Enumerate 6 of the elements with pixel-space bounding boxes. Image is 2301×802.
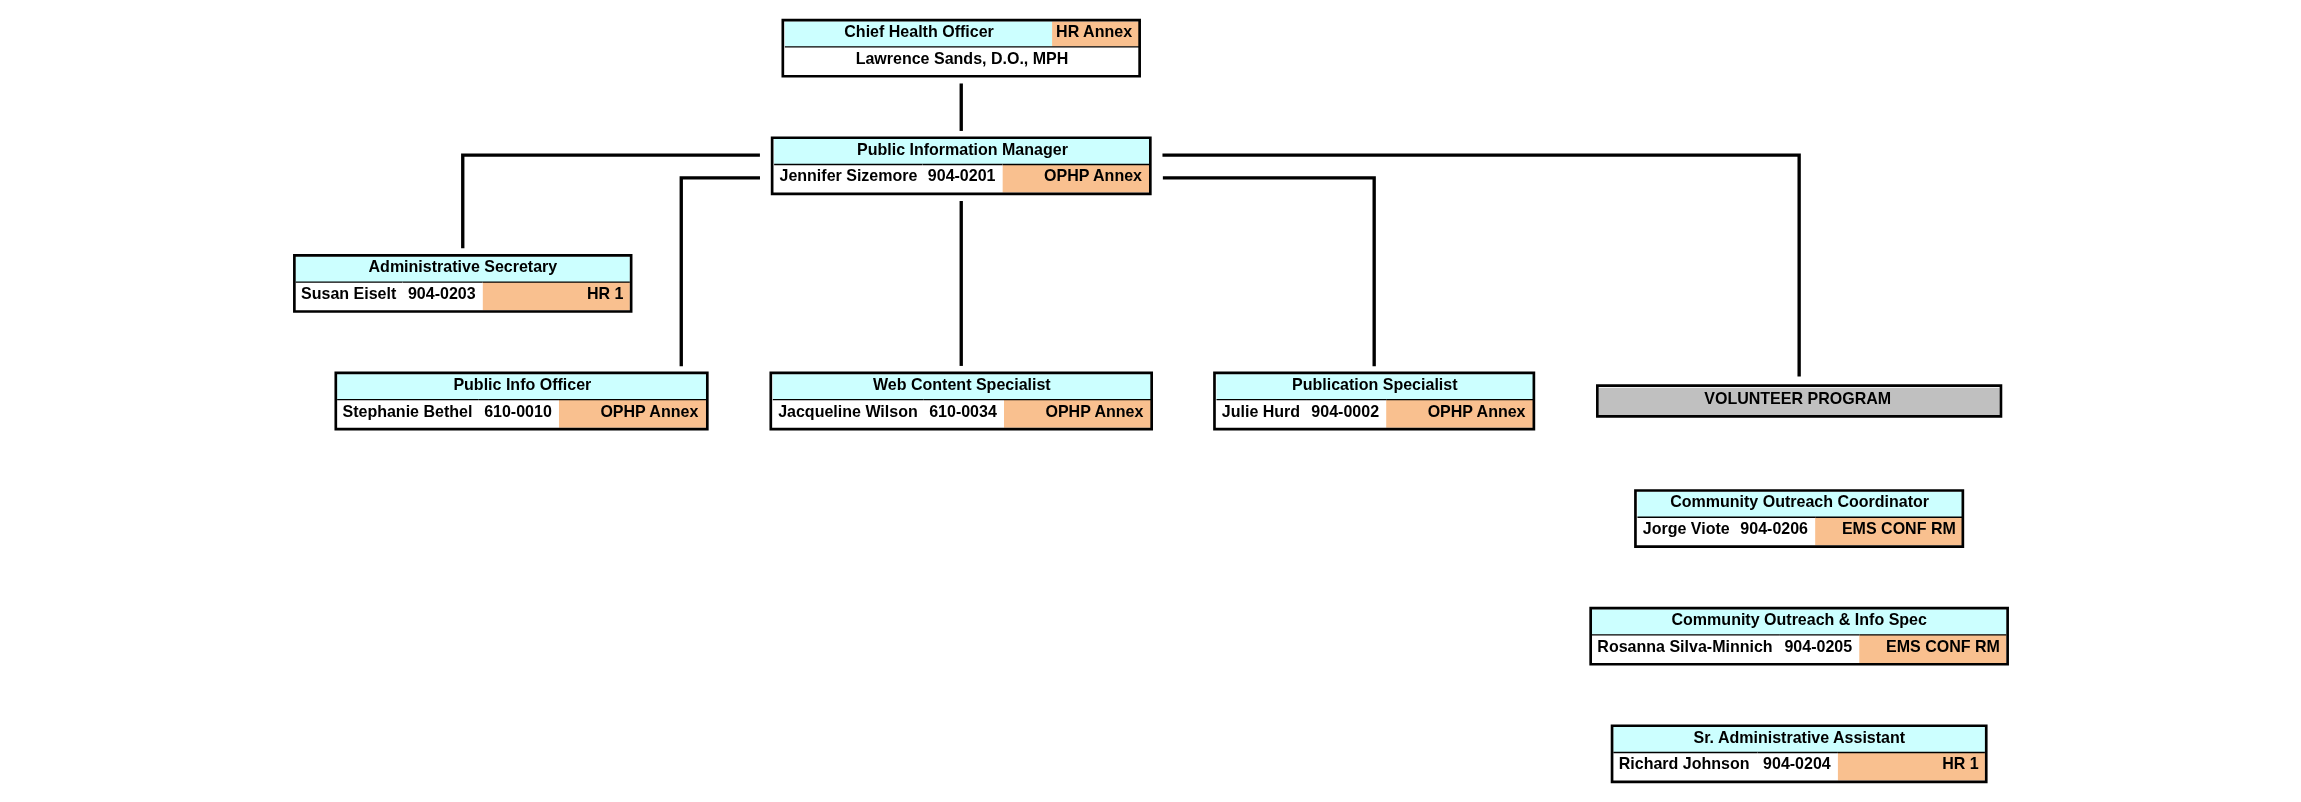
connector [959,83,963,131]
connector [460,153,760,249]
connector [1162,176,1376,367]
connector [679,176,760,367]
connector [1161,153,1801,377]
connector [959,201,963,366]
